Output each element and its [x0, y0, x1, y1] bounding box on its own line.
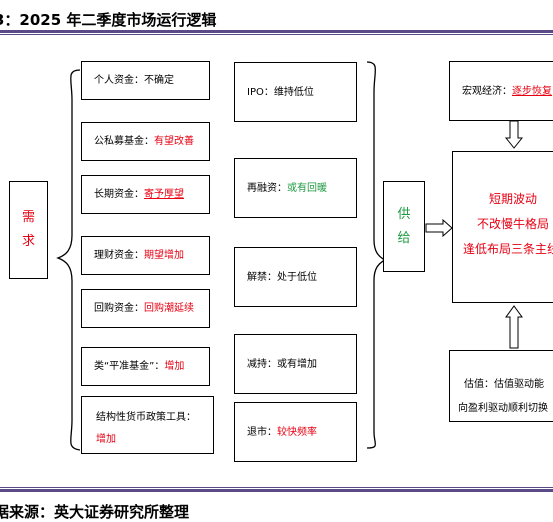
- demand-label-box: 需 求: [9, 181, 48, 279]
- item-value: 增加: [164, 361, 185, 372]
- item-label: 类“平准基金”：: [94, 361, 165, 372]
- item-value: 或有增加: [277, 358, 317, 370]
- footer-rule-thin: [0, 487, 553, 488]
- item-label: 公私募基金：: [94, 136, 154, 147]
- supply-label-char: 供: [397, 206, 411, 222]
- macro-to-conclusion-arrow: [504, 120, 524, 149]
- conclusion-line: 不改慢牛格局: [477, 217, 550, 231]
- item-value: 寄予厚望: [144, 189, 184, 200]
- item-value: 期望增加: [144, 250, 184, 261]
- item-label: IPO：: [247, 86, 274, 98]
- item-value: 较快频率: [277, 426, 317, 438]
- supply-label-box: 供 给: [383, 181, 425, 272]
- item-label: 再融资：: [247, 182, 287, 194]
- item-label: 回购资金：: [94, 303, 144, 314]
- item-value: 不确定: [144, 75, 174, 86]
- valuation-line: 向盈利驱动顺利切换: [458, 403, 548, 414]
- supply-to-conclusion-arrow: [425, 218, 453, 238]
- item-label: 理财资金：: [94, 250, 144, 261]
- item-label: 减持：: [247, 358, 277, 370]
- supply-label-char: 给: [397, 230, 411, 246]
- item-label: 解禁：: [247, 271, 277, 283]
- demand-item-wealth: 理财资金：期望增加: [81, 236, 210, 275]
- item-value: 处于低位: [277, 271, 317, 283]
- title-rule: [0, 30, 553, 33]
- macro-economy-box: 宏观经济：逐步恢复: [449, 61, 553, 121]
- conclusion-line: 短期波动: [489, 192, 538, 206]
- item-label: 个人资金：: [94, 75, 144, 86]
- demand-item-long-term: 长期资金：寄予厚望: [81, 175, 210, 214]
- demand-label-char: 求: [21, 234, 35, 249]
- supply-item-refinancing: 再融资：或有回暖: [234, 158, 357, 218]
- valuation-box: 估值：估值驱动能 向盈利驱动顺利切换: [449, 350, 553, 422]
- demand-item-buyback: 回购资金：回购潮延续: [81, 289, 210, 328]
- item-label: 长期资金：: [94, 189, 144, 200]
- macro-value: 逐步恢复: [512, 85, 552, 97]
- supply-item-ipo: IPO：维持低位: [234, 62, 357, 122]
- item-value: 维持低位: [273, 86, 314, 98]
- supply-item-reduction: 减持：或有增加: [234, 334, 357, 394]
- item-label: 退市：: [247, 426, 277, 438]
- macro-label: 宏观经济：: [462, 85, 512, 97]
- item-value: 增加: [96, 434, 116, 445]
- footer-rule: [0, 489, 553, 492]
- demand-item-funds: 公私募基金：有望改善: [81, 122, 210, 161]
- demand-item-individual: 个人资金：不确定: [81, 61, 210, 100]
- valuation-to-conclusion-arrow: [505, 305, 523, 349]
- title-rule-thin: [0, 34, 553, 35]
- figure-title: 3：2025 年二季度市场运行逻辑: [0, 11, 217, 29]
- supply-item-delisting: 退市：较快频率: [234, 402, 357, 462]
- conclusion-box: 短期波动 不改慢牛格局 逢低布局三条主线: [452, 151, 553, 303]
- supply-item-unlock: 解禁：处于低位: [234, 247, 357, 307]
- demand-item-stabilization: 类“平准基金”：增加: [81, 347, 210, 386]
- demand-item-monetary-tools: 结构性货币政策工具： 增加: [81, 396, 214, 454]
- valuation-line: 估值：估值驱动能: [464, 379, 544, 390]
- item-value: 回购潮延续: [144, 303, 194, 314]
- demand-brace: [56, 69, 81, 451]
- item-value: 有望改善: [154, 136, 194, 147]
- demand-label-char: 需: [21, 210, 35, 225]
- item-value: 或有回暖: [287, 182, 327, 194]
- item-label: 结构性货币政策工具：: [96, 412, 196, 423]
- conclusion-line: 逢低布局三条主线: [463, 242, 553, 256]
